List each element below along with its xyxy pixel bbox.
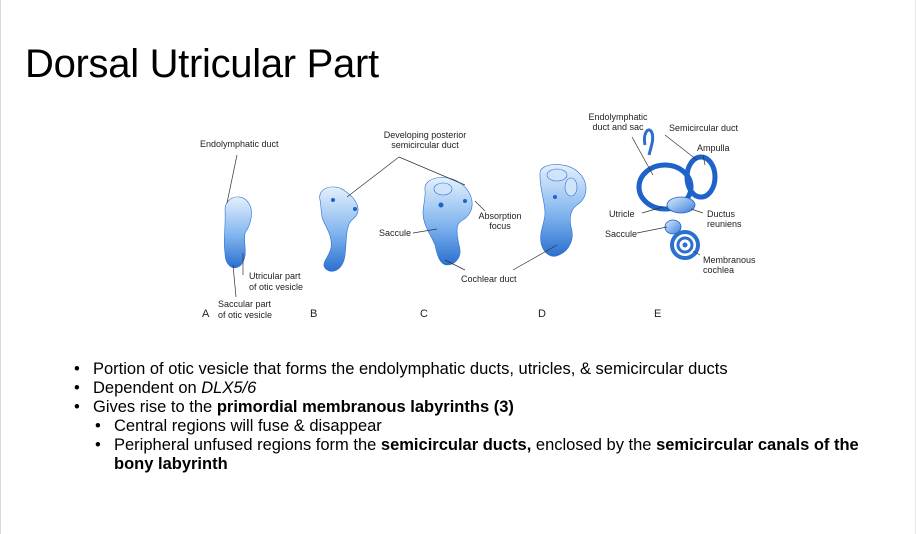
bullet-text-prefix: Gives rise to the [93,398,217,416]
panel-letter-a: A [202,308,209,320]
sub-bullet-item: Central regions will fuse & disappear [93,417,902,436]
label-saccule-e: Saccule [605,229,637,239]
label-utricular-part-line2: of otic vesicle [249,282,303,292]
gene-name: DLX5/6 [201,379,256,397]
label-membranous-line1: Membranous [703,255,756,265]
sub-bullet-emphasis-1: semicircular ducts, [381,436,531,454]
label-absorption-line1: Absorption [469,211,531,221]
label-utricular-part-line1: Utricular part [249,271,301,281]
panel-letter-b: B [310,308,317,320]
bullet-text-prefix: Dependent on [93,379,201,397]
label-saccular-part-line2: of otic vesicle [218,310,272,320]
slide-left-border [0,0,1,534]
label-developing-posterior-line1: Developing posterior [375,130,475,140]
panel-b-vesicle [320,187,358,271]
label-ductus-line2: reuniens [707,219,742,229]
panel-c-vesicle [423,177,472,265]
label-ampulla: Ampulla [697,143,730,153]
label-endolymphatic-duct: Endolymphatic duct [200,139,279,149]
bullet-item: Gives rise to the primordial membranous … [72,398,902,474]
otic-vesicle-figure: Endolymphatic duct Utricular part of oti… [185,105,785,330]
label-membranous-line2: cochlea [703,265,734,275]
panel-letter-e: E [654,308,661,320]
label-developing-posterior-line2: semicircular duct [375,140,475,150]
label-saccule-c: Saccule [379,228,411,238]
label-saccular-part-line1: Saccular part [218,299,271,309]
panel-a-vesicle [224,197,251,268]
bullet-item: Dependent on DLX5/6 [72,379,902,398]
label-utricle: Utricle [609,209,635,219]
label-absorption-line2: focus [469,221,531,231]
sub-bullet-list: Central regions will fuse & disappear Pe… [93,417,902,474]
bullet-emphasis: primordial membranous labyrinths (3) [217,398,514,416]
sub-bullet-mid: enclosed by the [531,436,656,454]
label-endolymphatic-sac-line1: Endolymphatic [583,112,653,122]
panel-letter-d: D [538,308,546,320]
slide-title: Dorsal Utricular Part [25,40,379,88]
bullet-text: Portion of otic vesicle that forms the e… [93,360,728,378]
label-semicircular-duct: Semicircular duct [669,123,738,133]
bullet-item: Portion of otic vesicle that forms the e… [72,360,902,379]
panel-letter-c: C [420,308,428,320]
label-cochlear-duct: Cochlear duct [461,274,517,284]
sub-bullet-item: Peripheral unfused regions form the semi… [93,436,902,474]
panel-d-vesicle [540,164,586,256]
sub-bullet-text: Central regions will fuse & disappear [114,417,382,435]
bullet-list: Portion of otic vesicle that forms the e… [72,360,902,474]
label-endolymphatic-sac-line2: duct and sac [583,122,653,132]
sub-bullet-prefix: Peripheral unfused regions form the [114,436,381,454]
label-ductus-line1: Ductus [707,209,735,219]
